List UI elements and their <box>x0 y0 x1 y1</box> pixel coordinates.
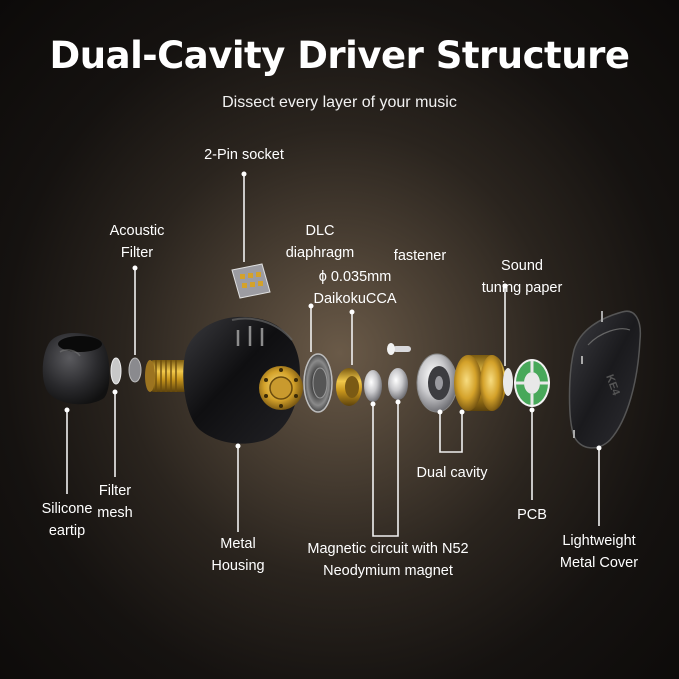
dlc-label-line2: diaphragm <box>285 245 355 261</box>
acoustic-filter-label: Acoustic Filter <box>97 220 177 264</box>
magnet-discs <box>364 368 408 402</box>
fastener-label: fastener <box>393 248 447 264</box>
dlc-material: DaikokuCCA <box>313 291 397 307</box>
callout-dots <box>64 171 602 451</box>
magnet-label-line2: Neodymium magnet <box>323 563 453 579</box>
socket-label: 2-Pin socket <box>204 147 284 163</box>
magnet-label-line1: Magnetic circuit with N52 <box>307 541 469 557</box>
sound-tuning-paper <box>503 368 513 396</box>
housing-label-line1: Metal <box>220 536 256 552</box>
acoustic-filter <box>128 357 142 383</box>
dual-cavity-rear <box>454 355 506 411</box>
dlc-label: DLC diaphragm <box>280 220 360 264</box>
dlc-thickness: ϕ 0.035mm <box>318 269 392 285</box>
sound-paper-label-line2: tuning paper <box>481 280 563 296</box>
filter-mesh-label-line2: mesh <box>97 505 133 521</box>
sound-paper-label-line1: Sound <box>501 258 543 274</box>
acoustic-filter-label-line2: Filter <box>120 245 154 261</box>
dlc-label-line1: DLC <box>305 223 335 239</box>
cover-label-line2: Metal Cover <box>559 555 639 571</box>
eartip-label-line2: eartip <box>48 523 86 539</box>
fastener <box>387 343 411 355</box>
acoustic-filter-label-line1: Acoustic <box>109 223 165 239</box>
cover-label-line1: Lightweight <box>562 533 636 549</box>
eartip-label-line1: Silicone <box>41 501 93 517</box>
magnet-label: Magnetic circuit with N52 Neodymium magn… <box>290 538 486 582</box>
callout-lines <box>66 174 600 537</box>
pcb-label: PCB <box>517 507 547 523</box>
filter-mesh-label: Filter mesh <box>90 480 140 524</box>
metal-housing <box>183 316 303 444</box>
housing-label-line2: Housing <box>211 558 265 574</box>
cover-label: Lightweight Metal Cover <box>551 530 647 574</box>
dual-cavity-front <box>416 353 458 413</box>
dual-cavity-label: Dual cavity <box>416 465 488 481</box>
magnet-callout <box>372 402 399 537</box>
sound-paper-label: Sound tuning paper <box>472 255 572 299</box>
pcb <box>514 359 550 407</box>
housing-nozzle <box>145 360 188 392</box>
page-title: Dual-Cavity Driver Structure <box>49 34 630 77</box>
metal-cover <box>568 310 642 449</box>
magnet-ring <box>336 368 362 406</box>
dlc-spec-label: ϕ 0.035mm DaikokuCCA <box>310 266 400 310</box>
two-pin-socket <box>231 263 271 299</box>
housing-label: Metal Housing <box>200 533 276 577</box>
filter-mesh <box>110 357 122 385</box>
dlc-diaphragm <box>303 353 333 413</box>
eartip-label: Silicone eartip <box>34 498 100 542</box>
silicone-eartip <box>42 333 110 405</box>
dual-cavity-callout <box>439 412 463 453</box>
filter-mesh-label-line1: Filter <box>98 483 132 499</box>
page-subtitle: Dissect every layer of your music <box>222 94 457 111</box>
